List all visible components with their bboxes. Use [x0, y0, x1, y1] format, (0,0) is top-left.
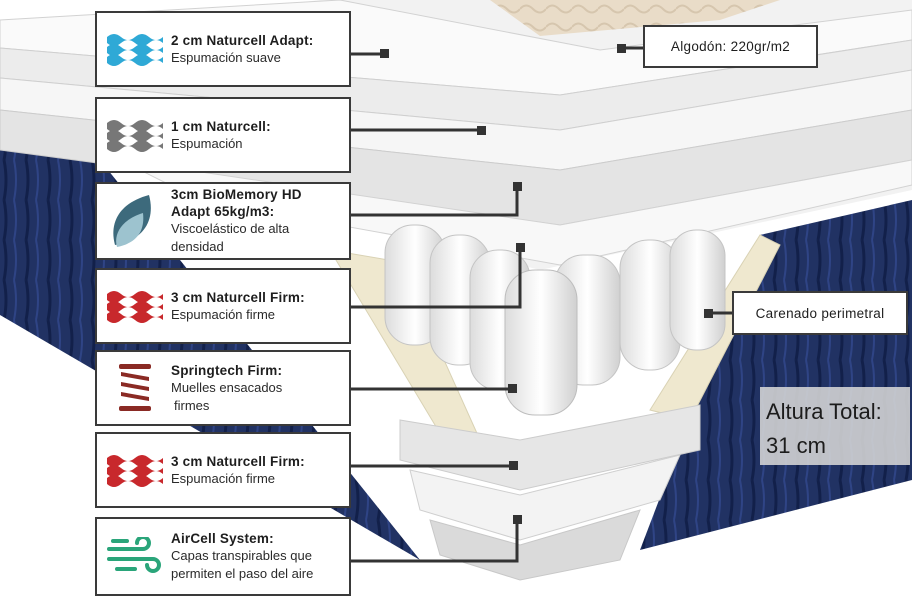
layer-description: Espumación — [171, 135, 243, 151]
wave-foam-red-icon — [107, 270, 163, 342]
pocket-springs — [384, 224, 726, 416]
leaf-icon — [107, 184, 163, 258]
wave-foam-blue-icon — [107, 13, 163, 85]
label-carenado: Carenado perimetral — [732, 291, 908, 335]
total-height-label: Altura Total: — [766, 399, 882, 424]
wave-foam-gray-icon — [107, 99, 163, 171]
layer-description: Viscoelástico de alta — [171, 221, 290, 236]
layer-description-line2: firmes — [174, 397, 210, 413]
layer-description: Muelles ensacados — [171, 379, 283, 395]
layer-title: 1 cm Naturcell: — [171, 118, 271, 134]
label-naturcell-adapt: 2 cm Naturcell Adapt: Espumación suave — [95, 11, 351, 87]
label-algodon: Algodón: 220gr/m2 — [643, 25, 818, 68]
layer-description: Capas transpirables que — [171, 548, 312, 563]
total-height-box: Altura Total: 31 cm — [760, 387, 910, 465]
layer-title: 3 cm Naturcell Firm: — [171, 289, 305, 305]
label-naturcell: 1 cm Naturcell: Espumación — [95, 97, 351, 173]
layer-title: AirCell System: — [171, 531, 274, 546]
layer-title: 3cm BioMemory HD Adapt 65kg/m3: — [171, 187, 302, 219]
layer-description: Espumación firme — [171, 306, 276, 322]
label-naturcell-firm-bottom: 3 cm Naturcell Firm: Espumación firme — [95, 432, 351, 508]
top-fabric — [490, 0, 780, 36]
carenado-text: Carenado perimetral — [755, 305, 885, 321]
label-aircell: AirCell System: Capas transpirables que … — [95, 517, 351, 596]
layer-description: Espumación suave — [171, 49, 281, 65]
algodon-text: Algodón: 220gr/m2 — [670, 39, 791, 54]
label-springtech: Springtech Firm: Muelles ensacados firme… — [95, 350, 351, 426]
layer-title: 2 cm Naturcell Adapt: — [171, 32, 314, 48]
spring-icon — [107, 352, 163, 424]
layer-description-line2: densidad — [171, 239, 224, 254]
wave-foam-red-icon — [107, 434, 163, 506]
layer-description-line2: permiten el paso del aire — [171, 566, 314, 581]
layer-title: Springtech Firm: — [171, 362, 283, 378]
airflow-icon — [107, 519, 163, 594]
layer-title: 3 cm Naturcell Firm: — [171, 453, 305, 469]
label-biomemory: 3cm BioMemory HD Adapt 65kg/m3: Viscoelá… — [95, 182, 351, 260]
layer-description: Espumación firme — [171, 470, 276, 486]
total-height-value: 31 cm — [766, 433, 826, 458]
bottom-layer — [409, 454, 681, 541]
label-naturcell-firm-top: 3 cm Naturcell Firm: Espumación firme — [95, 268, 351, 344]
